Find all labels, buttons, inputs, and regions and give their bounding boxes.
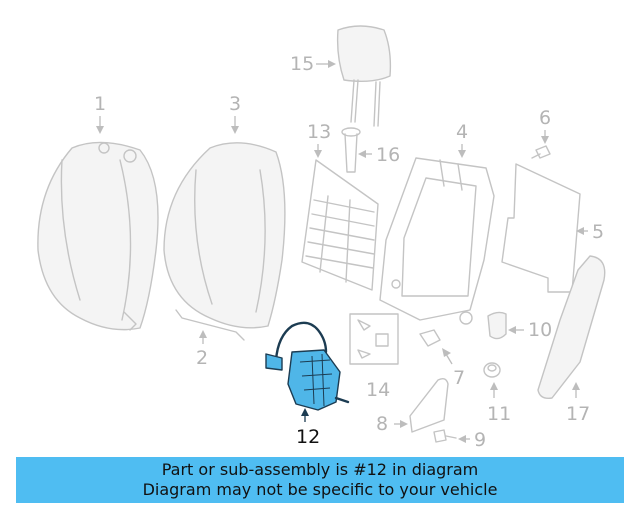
knob-part[interactable] bbox=[483, 362, 501, 378]
callout-15: 15 bbox=[290, 53, 314, 75]
bracket-part[interactable] bbox=[349, 313, 399, 365]
wire-rod-part[interactable] bbox=[175, 309, 245, 341]
side-trim-part[interactable] bbox=[537, 255, 606, 400]
headrest-guide-part[interactable] bbox=[341, 127, 361, 173]
bolt-part[interactable] bbox=[531, 145, 551, 159]
highlighted-part-12[interactable] bbox=[265, 321, 350, 411]
banner-line-part-number: Part or sub-assembly is #12 in diagram bbox=[161, 460, 479, 479]
callout-1: 1 bbox=[94, 93, 106, 115]
callout-4: 4 bbox=[456, 121, 468, 143]
screw-part[interactable] bbox=[433, 429, 457, 443]
callout-5: 5 bbox=[592, 221, 604, 243]
callout-16: 16 bbox=[376, 144, 400, 166]
banner-line-disclaimer: Diagram may not be specific to your vehi… bbox=[142, 480, 498, 499]
clip-part[interactable] bbox=[419, 329, 441, 347]
callout-7: 7 bbox=[453, 367, 465, 389]
seat-back-frame-part[interactable] bbox=[379, 157, 495, 325]
side-shield-part[interactable] bbox=[409, 377, 449, 433]
spring-mat-part[interactable] bbox=[301, 159, 379, 291]
seat-back-pad-part[interactable] bbox=[163, 142, 286, 329]
callout-9: 9 bbox=[474, 429, 486, 451]
parts-diagram: 15 16 1 3 2 bbox=[37, 25, 606, 451]
callout-10: 10 bbox=[528, 319, 552, 341]
callout-12: 12 bbox=[296, 426, 320, 448]
cover-part[interactable] bbox=[487, 311, 507, 340]
callout-11: 11 bbox=[487, 403, 511, 425]
callout-2: 2 bbox=[196, 347, 208, 369]
callout-17: 17 bbox=[566, 403, 590, 425]
headrest-part[interactable] bbox=[336, 25, 392, 127]
callout-13: 13 bbox=[307, 121, 331, 143]
info-banner: Part or sub-assembly is #12 in diagram D… bbox=[16, 457, 624, 503]
back-panel-part[interactable] bbox=[501, 163, 581, 293]
callout-6: 6 bbox=[539, 107, 551, 129]
callout-14: 14 bbox=[366, 379, 390, 401]
callout-8: 8 bbox=[376, 413, 388, 435]
seat-back-cover-part[interactable] bbox=[37, 141, 159, 331]
callout-3: 3 bbox=[229, 93, 241, 115]
